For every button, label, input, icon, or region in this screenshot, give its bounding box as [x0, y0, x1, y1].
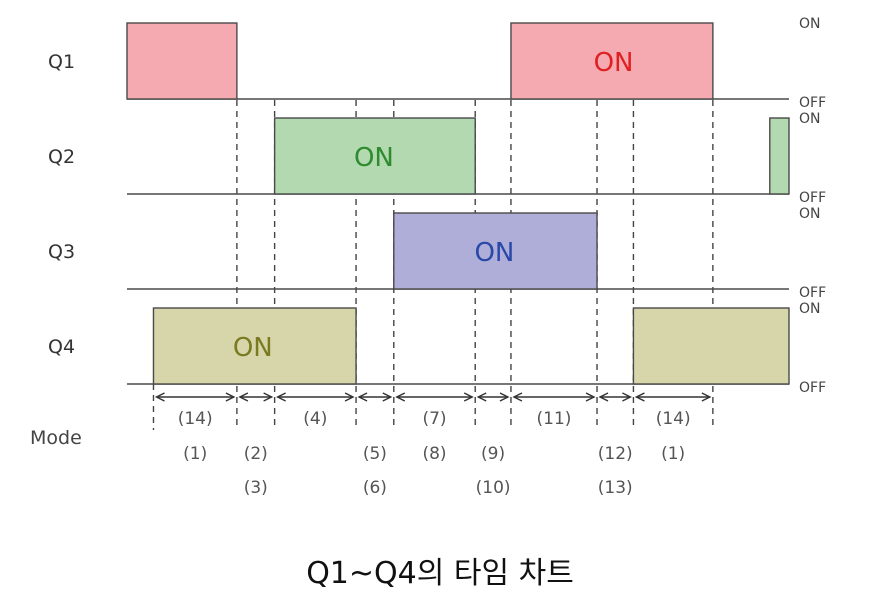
on-text-q4: ON: [233, 333, 273, 363]
state-on-label-q1: ON: [799, 16, 821, 32]
mode-sub-label-4-1: (5): [363, 444, 387, 464]
pulse-q2-1: [273, 117, 476, 195]
state-off-label-q2: OFF: [799, 190, 826, 206]
pulse-q1-1: [126, 22, 238, 100]
mode-arrow-left-head-4: [357, 392, 368, 402]
mode-arrow-left-head-7: [512, 392, 523, 402]
mode-arrow-right-head-8: [622, 392, 632, 402]
signal-row-q1: Q1 ON ON OFF: [48, 16, 826, 111]
state-on-label-q2: ON: [799, 111, 821, 127]
mode-sub-label-8-1: (12): [598, 444, 633, 464]
mode-arrow-right-head-7: [585, 392, 596, 402]
mode-top-label-1: (14): [178, 409, 213, 429]
mode-sub-label-9-1: (1): [661, 444, 685, 464]
mode-arrow-right-head-4: [382, 392, 393, 402]
mode-arrow-left-head-2: [238, 392, 249, 402]
mode-sub-label-6-1: (9): [481, 444, 505, 464]
mode-top-label-5: (7): [422, 409, 446, 429]
mode-2: (2) (3): [238, 392, 274, 498]
mode-sub-label-5-1: (8): [422, 444, 446, 464]
mode-arrow-left-head-1: [154, 392, 165, 402]
signal-row-q2: Q2 ON ON OFF: [48, 111, 826, 206]
mode-arrow-right-head-1: [225, 392, 236, 402]
mode-arrow-right-head-9: [701, 392, 712, 402]
mode-arrow-left-head-6: [476, 392, 487, 402]
mode-arrow-right-head-6: [499, 392, 510, 402]
pulse-q1-2: [510, 22, 714, 100]
mode-8: (12) (13): [598, 392, 633, 498]
mode-7: (11): [512, 392, 596, 429]
mode-6: (9) (10): [476, 392, 511, 498]
mode-arrow-right-head-2: [263, 392, 274, 402]
mode-arrow-left-head-9: [634, 392, 645, 402]
mode-sub-label-8-2: (13): [598, 478, 633, 498]
chart-caption: Q1~Q4의 타임 차트: [306, 556, 574, 591]
mode-4: (5) (6): [357, 392, 393, 498]
signal-label-q4: Q4: [48, 336, 75, 358]
mode-9: (14) (1): [634, 392, 712, 464]
state-off-label-q3: OFF: [799, 285, 826, 301]
mode-sub-label-2-1: (2): [244, 444, 268, 464]
state-off-label-q1: OFF: [799, 95, 826, 111]
on-text-q1: ON: [594, 48, 634, 78]
pulse-q4-2: [632, 307, 790, 385]
mode-sub-label-6-2: (10): [476, 478, 511, 498]
pulse-q4-1: [152, 307, 357, 385]
mode-3: (4): [276, 392, 355, 429]
signal-label-q2: Q2: [48, 146, 75, 168]
mode-1: (14) (1): [154, 392, 236, 464]
mode-top-label-9: (14): [656, 409, 691, 429]
mode-label: Mode: [30, 427, 82, 449]
mode-top-label-7: (11): [537, 409, 572, 429]
mode-5: (7) (8): [395, 392, 474, 464]
state-on-label-q3: ON: [799, 206, 821, 222]
pulse-q3-1: [393, 212, 598, 290]
mode-top-label-3: (4): [303, 409, 327, 429]
state-on-label-q4: ON: [799, 301, 821, 317]
on-text-q3: ON: [474, 238, 514, 268]
on-text-q2: ON: [354, 143, 394, 173]
signal-row-q3: Q3 ON ON OFF: [48, 206, 826, 301]
mode-sub-label-1-1: (1): [183, 444, 207, 464]
mode-arrow-left-head-5: [395, 392, 406, 402]
mode-arrow-right-head-3: [344, 392, 355, 402]
signal-label-q1: Q1: [48, 51, 75, 73]
mode-arrow-right-head-5: [463, 392, 474, 402]
mode-sub-label-2-2: (3): [244, 478, 268, 498]
pulse-q2-2: [769, 117, 790, 195]
signal-label-q3: Q3: [48, 241, 75, 263]
mode-sub-label-4-2: (6): [363, 478, 387, 498]
signal-row-q4: Q4 ON ON OFF: [48, 301, 826, 396]
mode-arrow-left-head-8: [598, 392, 609, 402]
mode-row: (14) (1) (2) (3) (4) (5) (6) (7) (8) (9) (10) (11) (…: [154, 392, 712, 498]
mode-arrow-left-head-3: [276, 392, 286, 402]
state-off-label-q4: OFF: [799, 380, 826, 396]
